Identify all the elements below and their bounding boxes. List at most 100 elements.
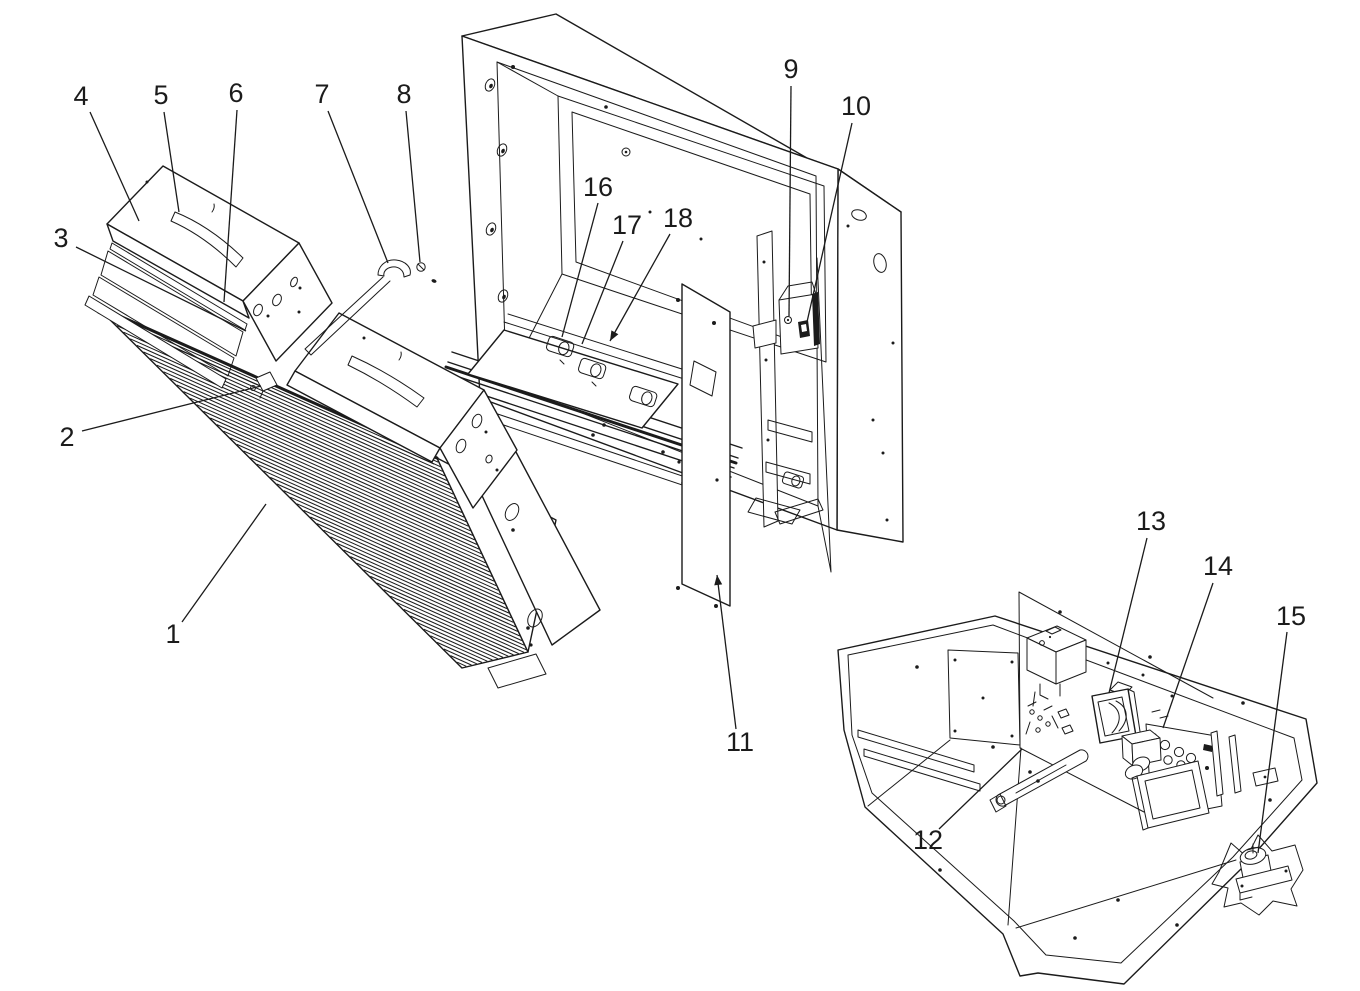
leader-line: [1162, 582, 1214, 729]
selector-switch: [1091, 681, 1142, 744]
leader-line: [81, 385, 262, 432]
louver-line: [236, 443, 482, 555]
callout-7: 7: [314, 79, 389, 264]
louver-line: [430, 635, 488, 662]
louver-line: [149, 358, 454, 495]
hold-down-clamp: [546, 335, 575, 358]
louver-line: [189, 397, 467, 523]
callout-label-14: 14: [1203, 551, 1233, 581]
hold-down-clamp: [781, 471, 805, 489]
sleeve-front-flange: [461, 35, 839, 531]
terminal-detail: [1025, 691, 1074, 735]
callout-10: 10: [806, 91, 871, 323]
leader-line: [561, 202, 599, 338]
leader-line: [788, 85, 792, 317]
louver-line: [163, 371, 458, 504]
grille-rail: [109, 242, 248, 331]
callout-18: 18: [609, 203, 693, 342]
louver-line: [316, 523, 508, 610]
callout-14: 14: [1162, 551, 1233, 729]
callout-label-17: 17: [612, 210, 642, 240]
louver-line: [356, 562, 521, 637]
panel-body: [681, 283, 731, 607]
louver-line: [290, 496, 499, 591]
louver-line: [330, 536, 512, 619]
callout-1: 1: [165, 503, 267, 649]
mesh-filter: [92, 276, 235, 377]
junction-box: [1026, 625, 1087, 700]
louver-line: [416, 622, 499, 660]
louver-line: [403, 608, 509, 657]
louver-line: [456, 661, 467, 667]
louver-line: [363, 569, 523, 642]
callout-15: 15: [1257, 601, 1306, 854]
leader-arrowhead: [714, 575, 723, 586]
callout-label-4: 4: [73, 81, 88, 111]
mounting-hole: [484, 78, 509, 303]
louver-line: [410, 615, 504, 658]
pan-rim: [847, 624, 1303, 964]
louver-line: [176, 384, 463, 513]
relay-box: [1121, 729, 1162, 780]
leader-line: [327, 110, 389, 264]
louver-insert: [100, 250, 244, 357]
louver-line: [443, 648, 478, 665]
column-notch: [752, 319, 777, 349]
wall-sleeve-cabinet: [440, 13, 904, 573]
louver-line: [336, 542, 514, 623]
louver-line: [203, 410, 471, 532]
louver-line: [270, 476, 493, 577]
knockout-oval: [873, 253, 887, 273]
leader-line: [75, 246, 247, 332]
handle-slot: [170, 211, 244, 268]
louver-line: [296, 503, 501, 596]
callout-label-9: 9: [783, 54, 798, 84]
louver-line: [263, 470, 490, 573]
bottom-tray: [467, 329, 679, 429]
leader-line: [405, 110, 421, 263]
louver-line: [136, 344, 450, 486]
callout-label-11: 11: [726, 727, 754, 757]
louver-line: [230, 437, 480, 550]
callout-13: 13: [1108, 506, 1166, 694]
callout-label-5: 5: [153, 80, 168, 110]
louver-line: [436, 641, 483, 663]
drain-pump: [1211, 834, 1304, 916]
sleeve-back-wall: [557, 95, 827, 363]
leader-line: [163, 111, 180, 213]
callout-label-18: 18: [663, 203, 693, 233]
floor-rail: [989, 749, 1089, 813]
louver-line: [396, 602, 514, 656]
louver-line: [370, 575, 525, 646]
louver-line: [343, 549, 516, 628]
louver-line: [350, 556, 518, 632]
hold-down-clamp: [578, 357, 607, 380]
chassis-assembly: [837, 591, 1318, 985]
louver-line: [310, 516, 506, 605]
callout-label-13: 13: [1136, 506, 1166, 536]
callout-label-2: 2: [59, 422, 74, 452]
louver-line: [210, 417, 473, 536]
callout-17: 17: [581, 210, 642, 345]
leader-line: [609, 233, 671, 342]
callout-9: 9: [783, 54, 799, 317]
louver-line: [143, 351, 452, 491]
louver-line: [183, 391, 465, 518]
shelf-bracket: [1131, 760, 1210, 831]
callout-11: 11: [714, 574, 754, 757]
callout-label-16: 16: [583, 172, 613, 202]
louver-line: [450, 655, 472, 666]
handle-slot: [347, 355, 425, 408]
hold-down-clamp: [629, 385, 658, 408]
callout-label-6: 6: [228, 78, 243, 108]
leader-line: [716, 574, 737, 730]
louver-line: [250, 457, 486, 564]
callout-8: 8: [396, 79, 421, 263]
callout-6: 6: [223, 78, 244, 303]
leader-line: [581, 240, 624, 345]
louver-line: [169, 377, 460, 509]
louver-line: [376, 582, 527, 651]
